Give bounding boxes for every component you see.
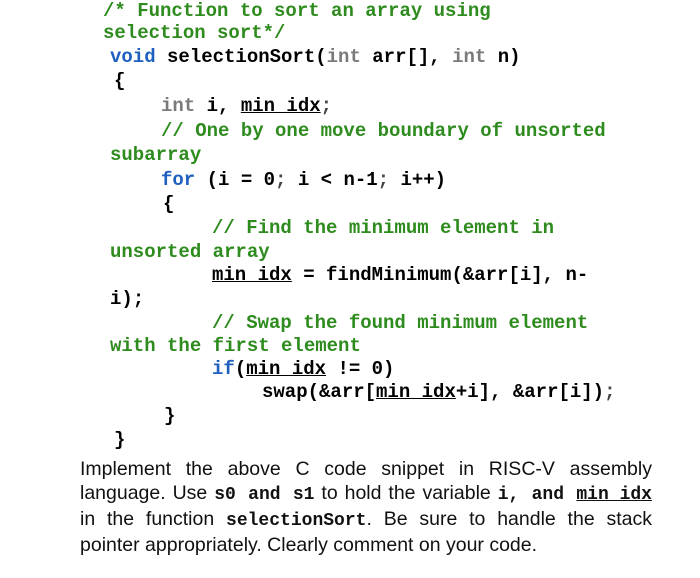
code-line-for: for (i = 0; i < n-1; i++) [161, 169, 447, 191]
code-line-signature: void selectionSort(int arr[], int n) [110, 46, 521, 68]
task-and-2: and [519, 485, 577, 505]
code-line-find-minimum-wrap: i); [110, 288, 145, 310]
register-s1: s1 [292, 485, 315, 505]
register-s0: s0 [214, 485, 236, 505]
code-line-if: if(min_idx != 0) [212, 358, 395, 380]
task-and-1: and [235, 485, 293, 505]
code-line-close-brace: } [114, 429, 126, 451]
code-line-comment-5-wrap: with the first element [110, 335, 361, 357]
code-line-comment-4-wrap: unsorted array [110, 241, 270, 263]
task-text-3: in the function [80, 508, 227, 530]
task-text-2: to hold the variable [314, 482, 498, 504]
code-line-swap: swap(&arr[min_idx+i], &arr[i]); [262, 381, 616, 403]
code-line-comment-5: // Swap the found minimum element [212, 312, 589, 334]
code-line-comment-2: selection sort*/ [103, 22, 286, 44]
variable-i: i, [497, 485, 520, 505]
code-line-comment-3-wrap: subarray [110, 144, 202, 166]
variable-min-idx: min_idx [576, 485, 652, 505]
code-line-open-brace: { [114, 70, 126, 92]
code-line-declarations: int i, min_idx; [161, 95, 333, 117]
code-line-comment-1: /* Function to sort an array using [103, 0, 491, 22]
code-line-find-minimum: min_idx = findMinimum(&arr[i], n- [212, 264, 589, 286]
task-text-1: Implement the above C code snippet in RI… [80, 458, 652, 504]
code-line-comment-3: // One by one move boundary of unsorted [161, 120, 606, 142]
task-description: Implement the above C code snippet in RI… [80, 457, 652, 557]
function-name: selectionSort [226, 511, 367, 531]
code-line-for-close-brace: } [164, 405, 176, 427]
code-line-for-open-brace: { [163, 193, 175, 215]
code-line-comment-4: // Find the minimum element in [212, 217, 555, 239]
task-text-4: . Be sure to handle the stack pointer ap… [80, 508, 652, 556]
